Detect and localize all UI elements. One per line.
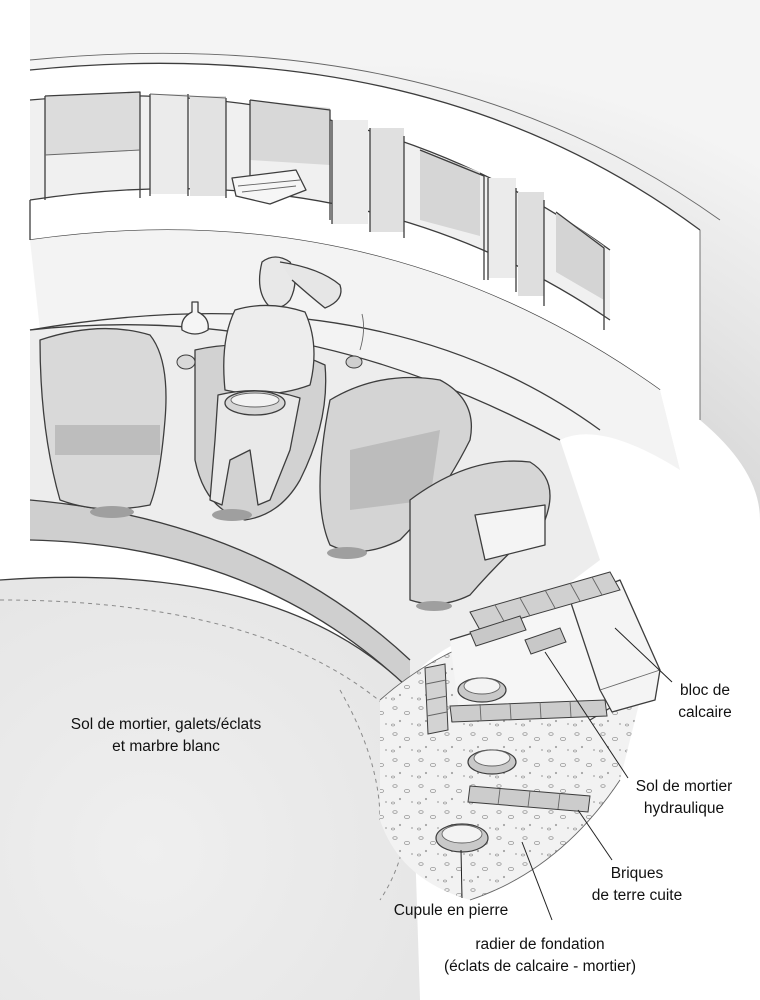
seated-figure <box>209 256 342 506</box>
niche-2 <box>149 93 227 198</box>
leader-radier <box>521 841 553 921</box>
seat-opening-4 <box>409 460 551 611</box>
stone-cup-3 <box>435 823 489 853</box>
latrine-seat <box>29 324 600 691</box>
leader-cupule <box>460 849 463 899</box>
niche-7 <box>555 211 605 330</box>
folded-cloth <box>231 169 307 205</box>
outer-wall <box>29 0 760 520</box>
niche-5 <box>419 149 485 280</box>
label-sol-mortier-galets: Sol de mortier, galets/éclats et marbre … <box>70 716 262 755</box>
leader-briques <box>577 809 613 861</box>
stone-cup-2 <box>467 749 517 775</box>
bench-ledge <box>29 230 680 470</box>
terracotta-bricks <box>424 571 621 813</box>
label-briques: Briques de terre cuite <box>591 865 683 904</box>
brick-row-top <box>469 571 621 631</box>
brick-row-middle <box>469 615 567 655</box>
flask <box>181 301 209 335</box>
niche-3 <box>249 99 331 220</box>
leader-sol-mortier-hydraulique <box>544 651 629 779</box>
label-radier-fondation: radier de fondation (éclats de calcaire … <box>443 936 637 975</box>
brick-row-bottom <box>467 785 591 813</box>
label-sol-mortier-hydraulique: Sol de mortier hydraulique <box>635 778 733 817</box>
limestone-block <box>569 579 661 713</box>
small-bowl <box>176 354 196 370</box>
leader-bloc-calcaire <box>614 627 673 683</box>
niche-6 <box>487 178 545 306</box>
stone-cup-1 <box>457 677 507 703</box>
seat-opening-1 <box>39 327 167 518</box>
niche-1 <box>44 91 141 200</box>
label-bloc-calcaire: bloc de calcaire <box>678 682 732 721</box>
label-cupule-pierre: Cupule en pierre <box>393 902 509 919</box>
wall-niches <box>29 91 661 391</box>
ledge-objects <box>176 301 365 370</box>
niche-4 <box>331 120 405 238</box>
brick-column-left <box>424 663 449 735</box>
brick-row-lower <box>449 699 608 723</box>
leader-lines <box>460 627 673 921</box>
sponge-stick <box>345 355 363 369</box>
inner-floor <box>0 577 420 1000</box>
